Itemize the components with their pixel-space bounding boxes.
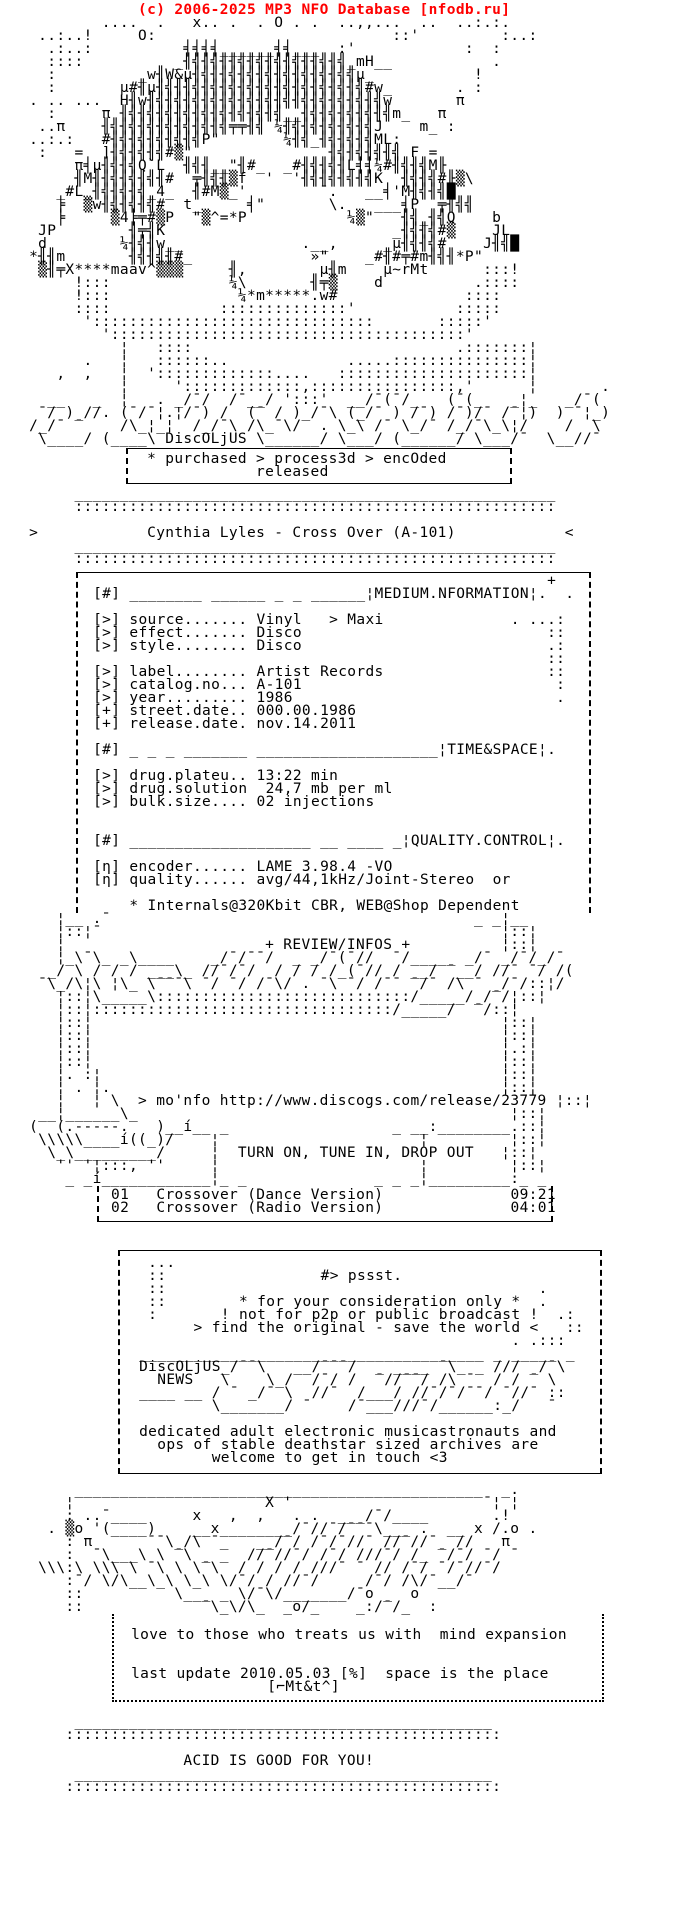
purchased-process-lines: * purchased > process3d > encOded releas…: [147, 451, 447, 480]
purchased-process-box: * purchased > process3d > encOded releas…: [126, 448, 512, 484]
ascii-bottom-art: ________________________________________…: [38, 1482, 538, 1615]
ascii-art-frame-top: ¦_\¯\_ _\____ _/¯/¯¯/ _ _/¯(¯// ¯/_____ …: [38, 950, 574, 1018]
greetings-box: love to those who treats us with mind ex…: [112, 1614, 604, 1702]
tracklist-lines: 01 Crossover (Dance Version) 09:21 02 Cr…: [111, 1187, 556, 1216]
monfo-discogs-and-cup-art: ¦ ¦ \ > mo'nfo http://www.discogs.com/re…: [20, 1093, 593, 1187]
psssst-news-lines: ... :: #> pssst. :: . :: * for your cons…: [139, 1255, 584, 1466]
nfo-db-header: (c) 2006-2025 MP3 NFO Database [nfodb.ru…: [20, 2, 511, 18]
nfo-page: (c) 2006-2025 MP3 NFO Database [nfodb.ru…: [20, 2, 611, 1795]
acid-footer-block: ________________________________________…: [65, 1714, 502, 1795]
discogs-link[interactable]: http://www.discogs.com/release/23779: [219, 1093, 547, 1109]
ascii-frame-middle: ¦::¦ ¦::¦ ¦::¦ ¦::¦ ¦::¦ ¦.:¦ ¦::¦: [56, 1015, 538, 1096]
greetings-lines: love to those who treats us with mind ex…: [131, 1627, 567, 1695]
ascii-face-art: .... . x.. . . O . . ..,,... .. ..:.:. .…: [29, 15, 538, 343]
psssst-news-box: ... :: #> pssst. :: . :: * for your cons…: [118, 1250, 602, 1474]
release-title-block: ________________________________________…: [29, 486, 574, 567]
review-infos-transition: ¦__ .¯ _ _¦__ ¦::¦¯ ¦::¦ ¦ + REVIEW/INFO…: [56, 911, 538, 953]
release-info-box: + [#] ________ ______ _ _ ______¦MEDIUM.…: [76, 572, 591, 913]
release-info-lines: + [#] ________ ______ _ _ ______¦MEDIUM.…: [93, 573, 575, 914]
tracklist-box: 01 Crossover (Dance Version) 09:21 02 Cr…: [97, 1186, 556, 1222]
ascii-wave-band-logo: ¦ :::: .:::::::¦ . ¦ ::::::.. .....:::::…: [29, 340, 611, 447]
